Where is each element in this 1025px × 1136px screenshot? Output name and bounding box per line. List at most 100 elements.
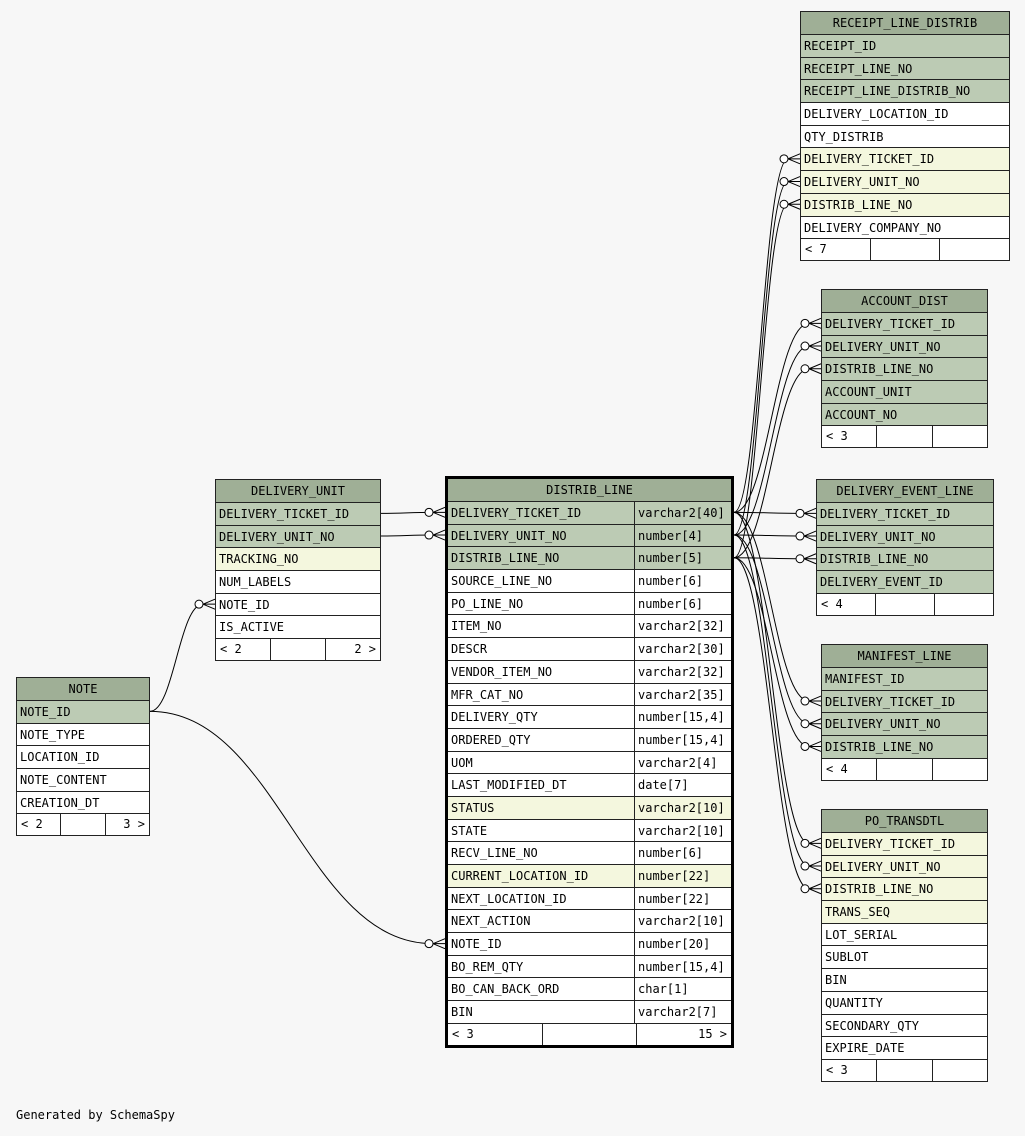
column-row[interactable]: IS_ACTIVE — [216, 616, 380, 640]
column-row[interactable]: NOTE_ID — [216, 594, 380, 617]
table-title[interactable]: DELIVERY_EVENT_LINE — [817, 480, 993, 503]
column-row[interactable]: RECEIPT_ID — [801, 35, 1009, 58]
column-row[interactable]: DELIVERY_EVENT_ID — [817, 571, 993, 594]
column-row[interactable]: DELIVERY_TICKET_ID — [822, 313, 987, 336]
table-title[interactable]: RECEIPT_LINE_DISTRIB — [801, 12, 1009, 35]
column-row[interactable]: EXPIRE_DATE — [822, 1037, 987, 1060]
column-row[interactable]: NOTE_ID — [17, 701, 149, 724]
footer-children-count[interactable] — [934, 593, 993, 615]
column-row[interactable]: CREATION_DT — [17, 792, 149, 815]
footer-parents-count[interactable]: < 3 — [452, 1026, 474, 1041]
column-row[interactable]: QTY_DISTRIB — [801, 126, 1009, 149]
column-row[interactable]: DELIVERY_UNIT_NO — [216, 525, 380, 549]
table-title[interactable]: MANIFEST_LINE — [822, 645, 987, 668]
column-row[interactable]: DISTRIB_LINE_NO — [801, 193, 1009, 217]
column-row[interactable]: DELIVERY_TICKET_ID — [822, 690, 987, 714]
column-row[interactable]: RECEIPT_LINE_DISTRIB_NO — [801, 80, 1009, 104]
column-row[interactable]: DELIVERY_UNIT_NO — [822, 713, 987, 737]
column-row[interactable]: QUANTITY — [822, 992, 987, 1015]
column-row[interactable]: DELIVERY_UNIT_NO — [801, 171, 1009, 194]
column-row[interactable]: DELIVERY_UNIT_NO — [822, 855, 987, 879]
footer-parents-count[interactable]: < 4 — [821, 596, 843, 611]
column-name: SOURCE_LINE_NO — [451, 574, 553, 589]
column-row[interactable]: BIN — [822, 969, 987, 992]
column-row[interactable]: DELIVERY_UNIT_NO — [822, 335, 987, 359]
footer-children-count[interactable]: 3 > — [104, 814, 149, 836]
column-row[interactable]: LOT_SERIAL — [822, 924, 987, 947]
footer-children-count[interactable] — [939, 239, 1009, 261]
column-row[interactable]: DISTRIB_LINE_NO — [817, 548, 993, 572]
column-row[interactable]: DELIVERY_COMPANY_NO — [801, 217, 1009, 240]
column-row[interactable]: ACCOUNT_UNIT — [822, 381, 987, 404]
column-row[interactable]: NOTE_TYPE — [17, 724, 149, 747]
column-row[interactable]: NOTE_CONTENT — [17, 769, 149, 792]
footer-children-count[interactable]: 15 > — [636, 1023, 731, 1045]
column-row[interactable]: SUBLOT — [822, 946, 987, 970]
table-title[interactable]: DISTRIB_LINE — [448, 479, 731, 502]
column-row[interactable]: DISTRIB_LINE_NO — [822, 358, 987, 382]
column-row[interactable]: DELIVERY_TICKET_ID — [817, 503, 993, 526]
column-row[interactable]: DELIVERY_UNIT_NO — [817, 525, 993, 549]
column-row[interactable]: TRANS_SEQ — [822, 901, 987, 924]
footer-children-count[interactable] — [931, 1059, 987, 1081]
column-row[interactable]: DELIVERY_TICKET_ID — [822, 833, 987, 856]
footer-parents-count[interactable]: < 3 — [826, 1062, 848, 1077]
column-row[interactable]: SECONDARY_QTY — [822, 1015, 987, 1038]
footer-children-count[interactable] — [931, 758, 987, 780]
column-row[interactable]: DISTRIB_LINE_NO — [822, 736, 987, 759]
column-row[interactable]: MANIFEST_ID — [822, 668, 987, 691]
footer-spacer — [270, 639, 325, 661]
column-row[interactable]: DELIVERY_TICKET_ID — [801, 148, 1009, 172]
footer-parents-count[interactable]: < 2 — [21, 817, 43, 832]
table-title[interactable]: NOTE — [17, 678, 149, 701]
column-row[interactable]: TRACKING_NO — [216, 548, 380, 572]
table-title[interactable]: DELIVERY_UNIT — [216, 480, 380, 503]
column-row[interactable]: DELIVERY_LOCATION_ID — [801, 103, 1009, 126]
column-row[interactable]: RECEIPT_LINE_NO — [801, 57, 1009, 81]
footer-children-count[interactable]: 2 > — [325, 639, 380, 661]
column-row[interactable]: LOCATION_ID — [17, 746, 149, 770]
table-title[interactable]: ACCOUNT_DIST — [822, 290, 987, 313]
table-title[interactable]: PO_TRANSDTL — [822, 810, 987, 833]
column-row[interactable]: NUM_LABELS — [216, 571, 380, 594]
footer-parents-count[interactable]: < 2 — [220, 642, 242, 657]
column-row[interactable]: DELIVERY_TICKET_ID — [216, 503, 380, 526]
column-row[interactable]: DISTRIB_LINE_NO — [822, 878, 987, 902]
footer-children-count[interactable] — [931, 426, 987, 448]
footer-parents-count[interactable]: < 7 — [805, 242, 827, 257]
footer-parents-count[interactable]: < 3 — [826, 429, 848, 444]
footer-parents-count[interactable]: < 4 — [826, 761, 848, 776]
column-row[interactable]: ACCOUNT_NO — [822, 403, 987, 427]
